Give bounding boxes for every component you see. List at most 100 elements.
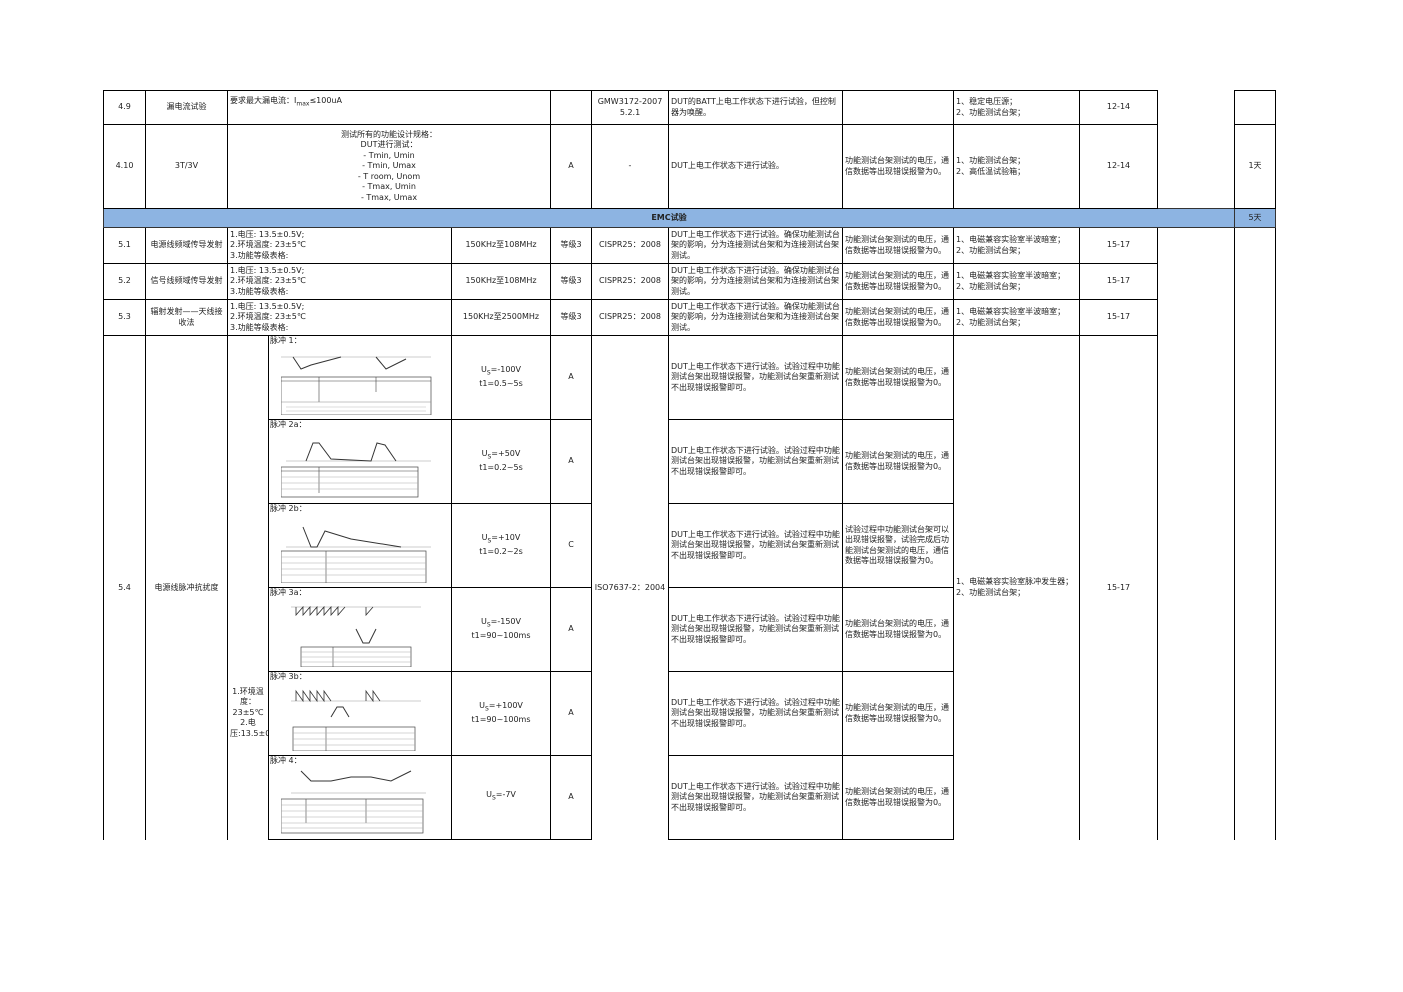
equipment: 1、稳定电压源； 2、功能测试台架；: [953, 90, 1080, 125]
conditions: 1.电压: 13.5±0.5V; 2.环境温度: 23±5℃ 3.功能等级表格:: [227, 263, 452, 300]
criteria: 试验过程中功能测试台架可以出现错误报警，试验完成后功能测试台架测试的电压，通信数…: [842, 503, 954, 588]
days: [1234, 227, 1276, 840]
pulse-label: 脉冲 3a：: [270, 588, 307, 598]
standard: ISO7637-2：2004: [591, 335, 669, 840]
equipment: 1、电磁兼容实验室半波暗室； 2、功能测试台架；: [953, 227, 1080, 264]
pulse-diagram-cell: 脉冲 1：: [268, 335, 452, 420]
frequency: 150KHz至108MHz: [451, 227, 551, 264]
description: DUT上电工作状态下进行试验。: [668, 124, 843, 209]
pulse-duration: t1=90~100ms: [471, 715, 531, 725]
table-row-5-4-pulse-1: 5.4 电源线脉冲抗扰度 1.环境温度：23±5℃ 2.电压:13.5±0.5V…: [103, 335, 1276, 840]
days: 1天: [1234, 124, 1276, 209]
table-row-4-9: 4.9 漏电流试验 要求最大漏电流：Imax≤100uA GMW3172-200…: [103, 90, 1276, 209]
criteria: 功能测试台架测试的电压，通信数据等出现错误报警为0。: [842, 587, 954, 672]
pulse-label: 脉冲 2a：: [270, 420, 307, 430]
pulse-duration: t1=0.2~2s: [479, 547, 523, 557]
table-row-5-2: 5.2 信号线频域传导发射 1.电压: 13.5±0.5V; 2.环境温度: 2…: [103, 263, 1276, 300]
level: 等级3: [550, 263, 592, 300]
criteria: 功能测试台架测试的电压，通信数据等出现错误报警为0。: [842, 671, 954, 756]
pulse-duration: t1=0.5~5s: [479, 379, 523, 389]
requirement-suffix: ≤100uA: [309, 96, 342, 105]
description: DUT上电工作状态下进行试验。试验过程中功能测试台架出现错误报警，功能测试台架重…: [668, 335, 843, 420]
item-number: 5.1: [103, 227, 146, 264]
pulse-voltage: US=+10V: [481, 533, 521, 545]
standard: GMW3172-2007 5.2.1: [591, 90, 669, 125]
item-name: 辐射发射——天线接收法: [145, 299, 228, 336]
class: A: [550, 671, 592, 756]
item-name: 信号线频域传导发射: [145, 263, 228, 300]
pulse-2a-waveform-diagram: [281, 442, 431, 498]
conditions: 1.电压: 13.5±0.5V; 2.环境温度: 23±5℃ 3.功能等级表格:: [227, 227, 452, 264]
criteria: 功能测试台架测试的电压，通信数据等出现错误报警为0。: [842, 755, 954, 840]
description: DUT上电工作状态下进行试验。试验过程中功能测试台架出现错误报警，功能测试台架重…: [668, 671, 843, 756]
requirement-sub: max: [296, 100, 310, 108]
pulse-3a-waveform-diagram: [291, 605, 421, 667]
standard: CISPR25：2008: [591, 263, 669, 300]
class: A: [550, 335, 592, 420]
description: DUT上电工作状态下进行试验。试验过程中功能测试台架出现错误报警，功能测试台架重…: [668, 587, 843, 672]
pulse-duration: t1=90~100ms: [471, 631, 531, 641]
description: DUT上电工作状态下进行试验。确保功能测试台架的影响，分为连接测试台架和为连接测…: [668, 299, 843, 336]
weeks: 12-14: [1079, 124, 1158, 209]
pulse-label: 脉冲 2b：: [270, 504, 307, 514]
table-row-5-4-pulse-2b: 脉冲 2b： US=+10V t1=0.2~2s C DUT上电工作状态下进行试验…: [104, 503, 1276, 588]
criteria: [842, 90, 954, 125]
requirement: 要求最大漏电流：Imax≤100uA: [227, 90, 551, 125]
level: 等级3: [550, 299, 592, 336]
class: A: [550, 124, 592, 209]
requirement: 测试所有的功能设计规格： DUT进行测试： - Tmin, Umin - Tmi…: [227, 124, 551, 209]
blank-column: [1157, 227, 1235, 840]
criteria: 功能测试台架测试的电压，通信数据等出现错误报警为0。: [842, 335, 954, 420]
weeks: 15-17: [1079, 227, 1158, 264]
days: [1234, 90, 1276, 125]
level: 等级3: [550, 227, 592, 264]
description: DUT上电工作状态下进行试验。试验过程中功能测试台架出现错误报警，功能测试台架重…: [668, 503, 843, 588]
item-number: 5.2: [103, 263, 146, 300]
pulse-voltage: US=-7V: [486, 790, 516, 803]
pulse-4-waveform-diagram: [281, 770, 426, 834]
pulse-parameters: US=+100V t1=90~100ms: [451, 671, 551, 756]
class: A: [550, 419, 592, 504]
pulse-1-waveform-diagram: [281, 356, 432, 415]
weeks: 15-17: [1079, 335, 1158, 840]
class: A: [550, 755, 592, 840]
pulse-3b-waveform-diagram: [291, 689, 421, 751]
pulse-diagram-cell: 脉冲 4：: [268, 755, 452, 840]
pulse-voltage: US=+50V: [481, 449, 521, 461]
emc-section-title: EMC试验: [103, 208, 1235, 228]
description: DUT的BATT上电工作状态下进行试验，但控制器为唤醒。: [668, 90, 843, 125]
standard: CISPR25：2008: [591, 299, 669, 336]
blank-column: [1157, 90, 1235, 209]
criteria: 功能测试台架测试的电压，通信数据等出现错误报警为0。: [842, 227, 954, 264]
frequency: 150KHz至108MHz: [451, 263, 551, 300]
emc-days: 5天: [1234, 208, 1276, 228]
weeks: 15-17: [1079, 263, 1158, 300]
class: C: [550, 503, 592, 588]
equipment: 1、电磁兼容实验室半波暗室； 2、功能测试台架；: [953, 263, 1080, 300]
item-number: 4.10: [103, 124, 146, 209]
pulse-voltage: US=-150V: [480, 617, 521, 629]
conditions: 1.环境温度：23±5℃ 2.电压:13.5±0.5V: [227, 335, 269, 840]
requirement-prefix: 要求最大漏电流：I: [230, 96, 297, 105]
standard: -: [591, 124, 669, 209]
pulse-label: 脉冲 4：: [270, 756, 302, 766]
pulse-parameters: US=+10V t1=0.2~2s: [451, 503, 551, 588]
equipment: 1、电磁兼容实验室半波暗室； 2、功能测试台架；: [953, 299, 1080, 336]
pulse-diagram-cell: 脉冲 3a：: [268, 587, 452, 672]
table-row-4-10: 4.10 3T/3V 测试所有的功能设计规格： DUT进行测试： - Tmin,…: [103, 124, 1276, 209]
pulse-diagram-cell: 脉冲 2b：: [268, 503, 452, 588]
pulse-diagram-cell: 脉冲 2a：: [268, 419, 452, 504]
pulse-parameters: US=-150V t1=90~100ms: [451, 587, 551, 672]
criteria: 功能测试台架测试的电压，通信数据等出现错误报警为0。: [842, 299, 954, 336]
criteria: 功能测试台架测试的电压，通信数据等出现错误报警为0。: [842, 419, 954, 504]
weeks: 15-17: [1079, 299, 1158, 336]
item-number: 5.4: [103, 335, 146, 840]
pulse-2b-waveform-diagram: [281, 526, 431, 583]
pulse-voltage: US=+100V: [479, 701, 523, 713]
table-row-5-3: 5.3 辐射发射——天线接收法 1.电压: 13.5±0.5V; 2.环境温度:…: [103, 299, 1276, 336]
